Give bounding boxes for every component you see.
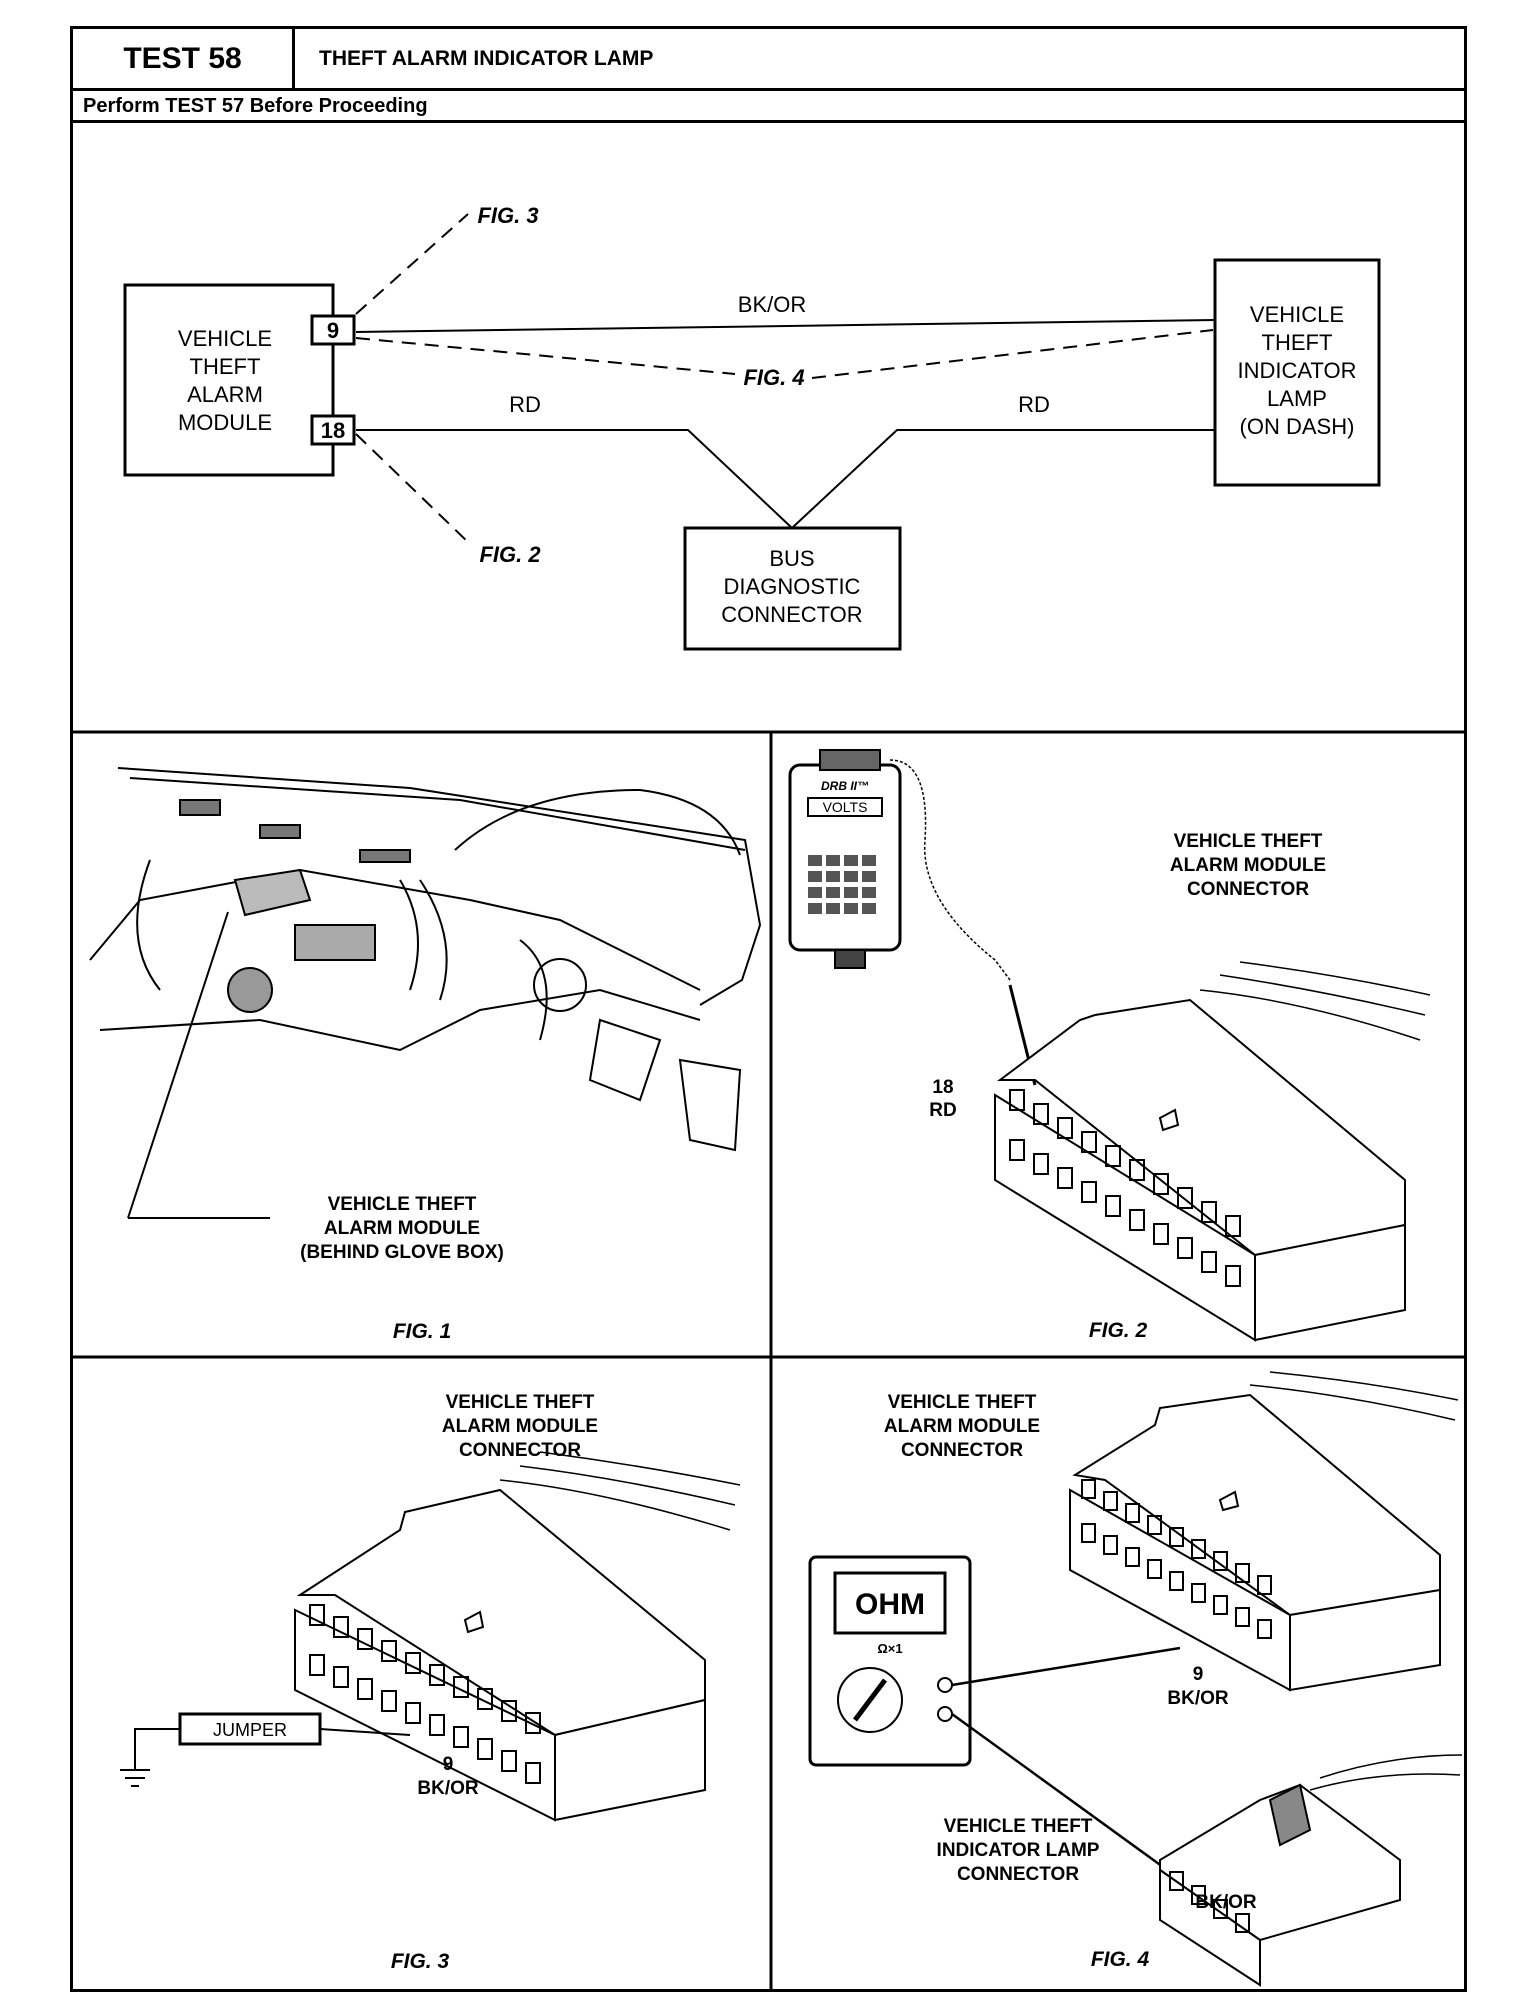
prerequisite-note: Perform TEST 57 Before Proceeding [73, 91, 1464, 123]
fig4-lamp-wires [1309, 1754, 1463, 1791]
indicator-lamp-box [1213, 258, 1381, 487]
fig4-module-connector [1072, 1393, 1441, 1617]
fig4-meter-mode: OHM [855, 1588, 925, 1621]
fig1-bracket [294, 924, 376, 961]
fig1-caption: FIG. 1 [393, 1320, 451, 1343]
fig4-lamp-pin-row [1169, 1871, 1250, 1933]
fig4-module-connector-line-2: ALARM MODULE [884, 1416, 1040, 1437]
lamp-line-4: LAMP [1267, 386, 1327, 411]
fig3-connector-line-1: VEHICLE THEFT [446, 1392, 595, 1413]
fig4-illustration [808, 1371, 1463, 1987]
wire-bk-or [355, 319, 1216, 333]
pin-9-box [310, 314, 356, 346]
fig1-instrument-hood [454, 788, 741, 856]
fig4-lamp-wire: BK/OR [1195, 1892, 1257, 1913]
fig4-labels: OHM Ω×1 VEHICLE THEFT ALARM MODULE CONNE… [855, 1392, 1257, 1971]
fig4-caption: FIG. 4 [1091, 1948, 1150, 1971]
fig2-pin-row [1009, 1089, 1241, 1287]
fig1-callout-line-1: VEHICLE THEFT [328, 1194, 477, 1215]
fig3-connector-body [296, 1488, 706, 1737]
test-title: THEFT ALARM INDICATOR LAMP [319, 47, 654, 70]
fig3-connector-line-2: ALARM MODULE [442, 1416, 598, 1437]
fig1-module-shape [233, 868, 312, 917]
fig3-pin-number: 9 [443, 1754, 454, 1775]
wire-rd-left-label: RD [509, 392, 541, 417]
module-line-3: ALARM [187, 382, 263, 407]
fig1-windshield-edge [117, 767, 762, 1006]
fig3-illustration [120, 1451, 741, 1822]
fig1-callout-line-2: ALARM MODULE [324, 1218, 480, 1239]
ref-fig4: FIG. 4 [743, 365, 804, 390]
fig4-pin-number: 9 [1193, 1664, 1204, 1685]
fig2-labels: DRB II™ VOLTS VEHICLE THEFT ALARM MODULE… [821, 779, 1326, 1342]
fig4-lamp-connector-line-1: VEHICLE THEFT [944, 1816, 1093, 1837]
fig4-module-connector-line-3: CONNECTOR [901, 1440, 1023, 1461]
lamp-line-5: (ON DASH) [1240, 414, 1355, 439]
bus-line-2: DIAGNOSTIC [724, 574, 861, 599]
fig2-dashed-lead [355, 433, 471, 545]
wire-bk-or-label: BK/OR [738, 292, 806, 317]
fig2-connector-line-2: ALARM MODULE [1170, 855, 1326, 876]
fig2-tool-mode: VOLTS [823, 799, 868, 815]
fig4-lead-to-lamp [951, 1712, 1171, 1874]
pin-18-label: 18 [321, 418, 345, 443]
test-number: TEST 58 [73, 29, 295, 88]
wire-rd-right-label: RD [1018, 392, 1050, 417]
fig3-wires [499, 1451, 741, 1531]
schematic-labels: VEHICLE THEFT ALARM MODULE 9 18 VEHICLE … [178, 203, 1357, 627]
lamp-line-3: INDICATOR [1238, 358, 1357, 383]
fig3-pin-row [309, 1604, 541, 1784]
wire-rd [356, 429, 1215, 530]
bus-line-3: CONNECTOR [721, 602, 862, 627]
fig4-lead-to-module [951, 1646, 1181, 1687]
fig3-pin-wire: BK/OR [417, 1778, 479, 1799]
fig4-lamp-connector-line-2: INDICATOR LAMP [937, 1840, 1100, 1861]
fig2-pin-number: 18 [932, 1077, 953, 1098]
fig2-caption: FIG. 2 [1089, 1319, 1148, 1342]
fig4-lamp-connector-line-3: CONNECTOR [957, 1864, 1079, 1885]
fig3-caption: FIG. 3 [391, 1950, 450, 1973]
fig4-module-pin-row [1081, 1479, 1272, 1639]
ref-fig2: FIG. 2 [479, 542, 541, 567]
module-line-4: MODULE [178, 410, 272, 435]
fig4-pin-wire: BK/OR [1167, 1688, 1229, 1709]
fig2-pin-wire: RD [929, 1100, 956, 1121]
fig1-labels: VEHICLE THEFT ALARM MODULE (BEHIND GLOVE… [300, 1194, 504, 1343]
header-row: TEST 58 THEFT ALARM INDICATOR LAMP [73, 29, 1464, 91]
fig2-connector-line-3: CONNECTOR [1187, 879, 1309, 900]
test-sheet: TEST 58 THEFT ALARM INDICATOR LAMP Perfo… [70, 26, 1467, 1992]
fig4-module-connector-line-1: VEHICLE THEFT [888, 1392, 1037, 1413]
fig3-connector-line-3: CONNECTOR [459, 1440, 581, 1461]
fig3-labels: VEHICLE THEFT ALARM MODULE CONNECTOR JUM… [213, 1392, 598, 1973]
fig4-module-wires [1249, 1371, 1459, 1421]
fig3-jumper-label: JUMPER [213, 1720, 287, 1740]
fig3-dashed-lead [355, 213, 469, 315]
schematic [123, 213, 1381, 651]
fig2-tool-label: DRB II™ [821, 779, 869, 793]
fig2-connector-body [997, 998, 1406, 1257]
fig4-dashed-lead [355, 329, 1214, 379]
module-line-2: THEFT [190, 354, 261, 379]
pin-18-box [310, 414, 356, 446]
fig2-illustration [788, 749, 1431, 1342]
alarm-module-box [123, 283, 335, 477]
module-line-1: VEHICLE [178, 326, 272, 351]
fig1-callout-line [127, 911, 229, 1219]
fig2-connector-line-1: VEHICLE THEFT [1174, 831, 1323, 852]
lamp-line-2: THEFT [1262, 330, 1333, 355]
bus-line-1: BUS [769, 546, 814, 571]
fig2-probe-lead [889, 759, 1011, 981]
ref-fig3: FIG. 3 [477, 203, 538, 228]
pin-9-label: 9 [327, 318, 339, 343]
fig2-keypad [808, 855, 876, 914]
fig4-meter-range: Ω×1 [877, 1641, 902, 1656]
fig1-callout-line-3: (BEHIND GLOVE BOX) [300, 1242, 504, 1263]
fig2-wires [1199, 961, 1431, 1041]
lamp-line-1: VEHICLE [1250, 302, 1344, 327]
fig1-dashboard-illustration [89, 767, 762, 1219]
